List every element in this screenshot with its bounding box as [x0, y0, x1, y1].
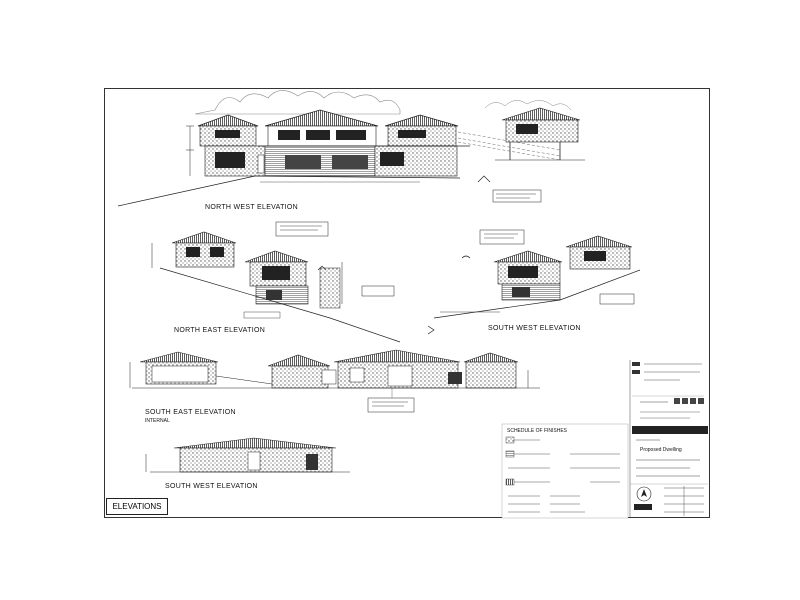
schedule-of-finishes: SCHEDULE OF FINISHES	[501, 423, 629, 519]
south-west-elevation-drawing: SOUTH WEST ELEVATION	[427, 229, 641, 335]
title-block-proposal: Proposed Dwelling	[640, 447, 682, 453]
north-east-elevation-drawing: NORTH EAST ELEVATION	[151, 221, 401, 343]
south-east-elevation-sublabel: INTERNAL	[145, 418, 170, 424]
south-east-elevation-label: SOUTH EAST ELEVATION	[145, 409, 236, 416]
south-west-elevation-lower-label: SOUTH WEST ELEVATION	[165, 483, 258, 490]
sheet-label: ELEVATIONS	[106, 498, 168, 515]
north-west-elevation-label: NORTH WEST ELEVATION	[205, 204, 298, 211]
south-west-elevation-upper-label: SOUTH WEST ELEVATION	[488, 325, 581, 332]
schedule-title: SCHEDULE OF FINISHES	[507, 428, 568, 434]
title-block: Proposed Dwelling	[629, 360, 708, 518]
south-west-elevation-lower-drawing: SOUTH WEST ELEVATION	[145, 437, 350, 490]
south-east-elevation-drawing: SOUTH EAST ELEVATION INTERNAL	[129, 349, 540, 424]
north-east-elevation-label: NORTH EAST ELEVATION	[174, 327, 265, 334]
north-west-elevation-drawing: NORTH WEST ELEVATION	[117, 90, 585, 211]
